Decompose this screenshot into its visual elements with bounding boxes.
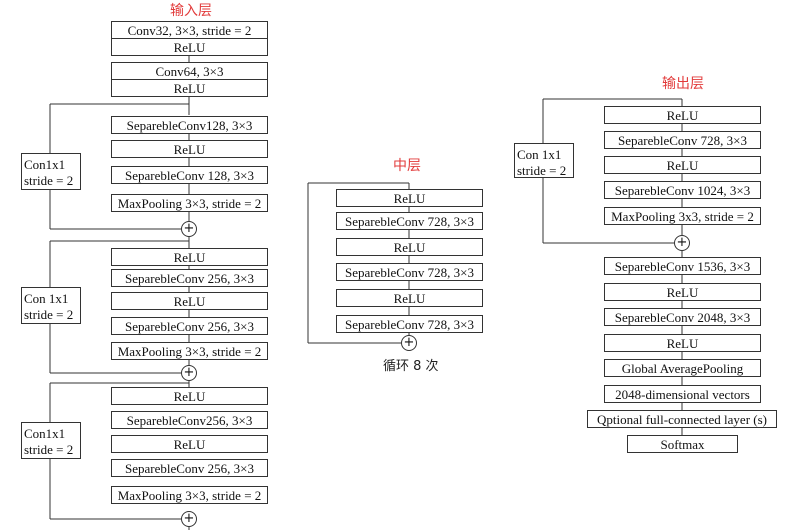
exit-relu-box: ReLU — [604, 106, 761, 124]
stage1-separable-conv-box: SeparebleConv128, 3×3 — [111, 116, 268, 134]
exit-relu-box: ReLU — [604, 156, 761, 174]
exit-add-node: + — [674, 235, 690, 251]
stage2-separable-conv-box: SeparebleConv 256, 3×3 — [111, 269, 268, 287]
vectors-box: 2048-dimensional vectors — [604, 385, 761, 403]
full-connected-layer-box: Qptional full-connected layer (s) — [587, 410, 777, 428]
entry-relu-box: ReLU — [111, 79, 268, 97]
softmax-box: Softmax — [627, 435, 738, 453]
exit-maxpooling-box: MaxPooling 3x3, stride = 2 — [604, 207, 761, 225]
stage1-add-node: + — [181, 221, 197, 237]
middle-relu-box: ReLU — [336, 289, 483, 307]
stage1-relu-box: ReLU — [111, 140, 268, 158]
middle-relu-box: ReLU — [336, 189, 483, 207]
exit-flow-lines — [542, 98, 683, 435]
middle-relu-box: ReLU — [336, 238, 483, 256]
stage2-add-node: + — [181, 365, 197, 381]
exit-flow-title: 输出层 — [662, 76, 704, 92]
stage2-relu-box: ReLU — [111, 292, 268, 310]
entry-flow-title: 输入层 — [170, 3, 212, 19]
exit-relu-box: ReLU — [604, 334, 761, 352]
shortcut-stride-label: stride = 2 — [517, 163, 567, 178]
stage2-relu-box: ReLU — [111, 248, 268, 266]
stage3-separable-conv-box: SeparebleConv 256, 3×3 — [111, 459, 268, 477]
stage3-maxpooling-box: MaxPooling 3×3, stride = 2 — [111, 486, 268, 504]
middle-add-node: + — [401, 335, 417, 351]
exit-separable-conv-box: SeparebleConv 2048, 3×3 — [604, 308, 761, 326]
stage1-separable-conv-box: SeparebleConv 128, 3×3 — [111, 166, 268, 184]
stage3-add-node: + — [181, 511, 197, 527]
stage1-maxpooling-box: MaxPooling 3×3, stride = 2 — [111, 194, 268, 212]
middle-separable-conv-box: SeparebleConv 728, 3×3 — [336, 315, 483, 333]
global-average-pooling-box: Global AveragePooling — [604, 359, 761, 377]
entry-conv64-box: Conv64, 3×3 — [111, 62, 268, 80]
entry-flow-lines — [49, 37, 190, 530]
stage1-shortcut-conv-box: Con1x1 stride = 2 — [21, 153, 81, 190]
stage3-relu-box: ReLU — [111, 435, 268, 453]
shortcut-stride-label: stride = 2 — [24, 442, 74, 457]
exit-shortcut-conv-box: Con 1x1 stride = 2 — [514, 143, 574, 178]
shortcut-conv-label: Con 1x1 — [24, 291, 69, 306]
stage2-maxpooling-box: MaxPooling 3×3, stride = 2 — [111, 342, 268, 360]
middle-loop-note: 循环 8 次 — [383, 359, 439, 374]
stage3-relu-box: ReLU — [111, 387, 268, 405]
entry-relu-box: ReLU — [111, 38, 268, 56]
shortcut-stride-label: stride = 2 — [24, 173, 74, 188]
middle-flow-title: 中层 — [393, 158, 421, 174]
shortcut-stride-label: stride = 2 — [24, 307, 74, 322]
middle-separable-conv-box: SeparebleConv 728, 3×3 — [336, 263, 483, 281]
middle-separable-conv-box: SeparebleConv 728, 3×3 — [336, 212, 483, 230]
exit-separable-conv-box: SeparebleConv 1536, 3×3 — [604, 257, 761, 275]
shortcut-conv-label: Con1x1 — [24, 157, 66, 172]
stage3-shortcut-conv-box: Con1x1 stride = 2 — [21, 422, 81, 459]
middle-flow-lines — [307, 182, 410, 344]
shortcut-conv-label: Con 1x1 — [517, 147, 562, 162]
stage2-separable-conv-box: SeparebleConv 256, 3×3 — [111, 317, 268, 335]
exit-relu-box: ReLU — [604, 283, 761, 301]
shortcut-conv-label: Con1x1 — [24, 426, 66, 441]
stage3-separable-conv-box: SeparebleConv256, 3×3 — [111, 411, 268, 429]
entry-conv32-box: Conv32, 3×3, stride = 2 — [111, 21, 268, 39]
exit-separable-conv-box: SeparebleConv 1024, 3×3 — [604, 181, 761, 199]
stage2-shortcut-conv-box: Con 1x1 stride = 2 — [21, 287, 81, 324]
exit-separable-conv-box: SeparebleConv 728, 3×3 — [604, 131, 761, 149]
